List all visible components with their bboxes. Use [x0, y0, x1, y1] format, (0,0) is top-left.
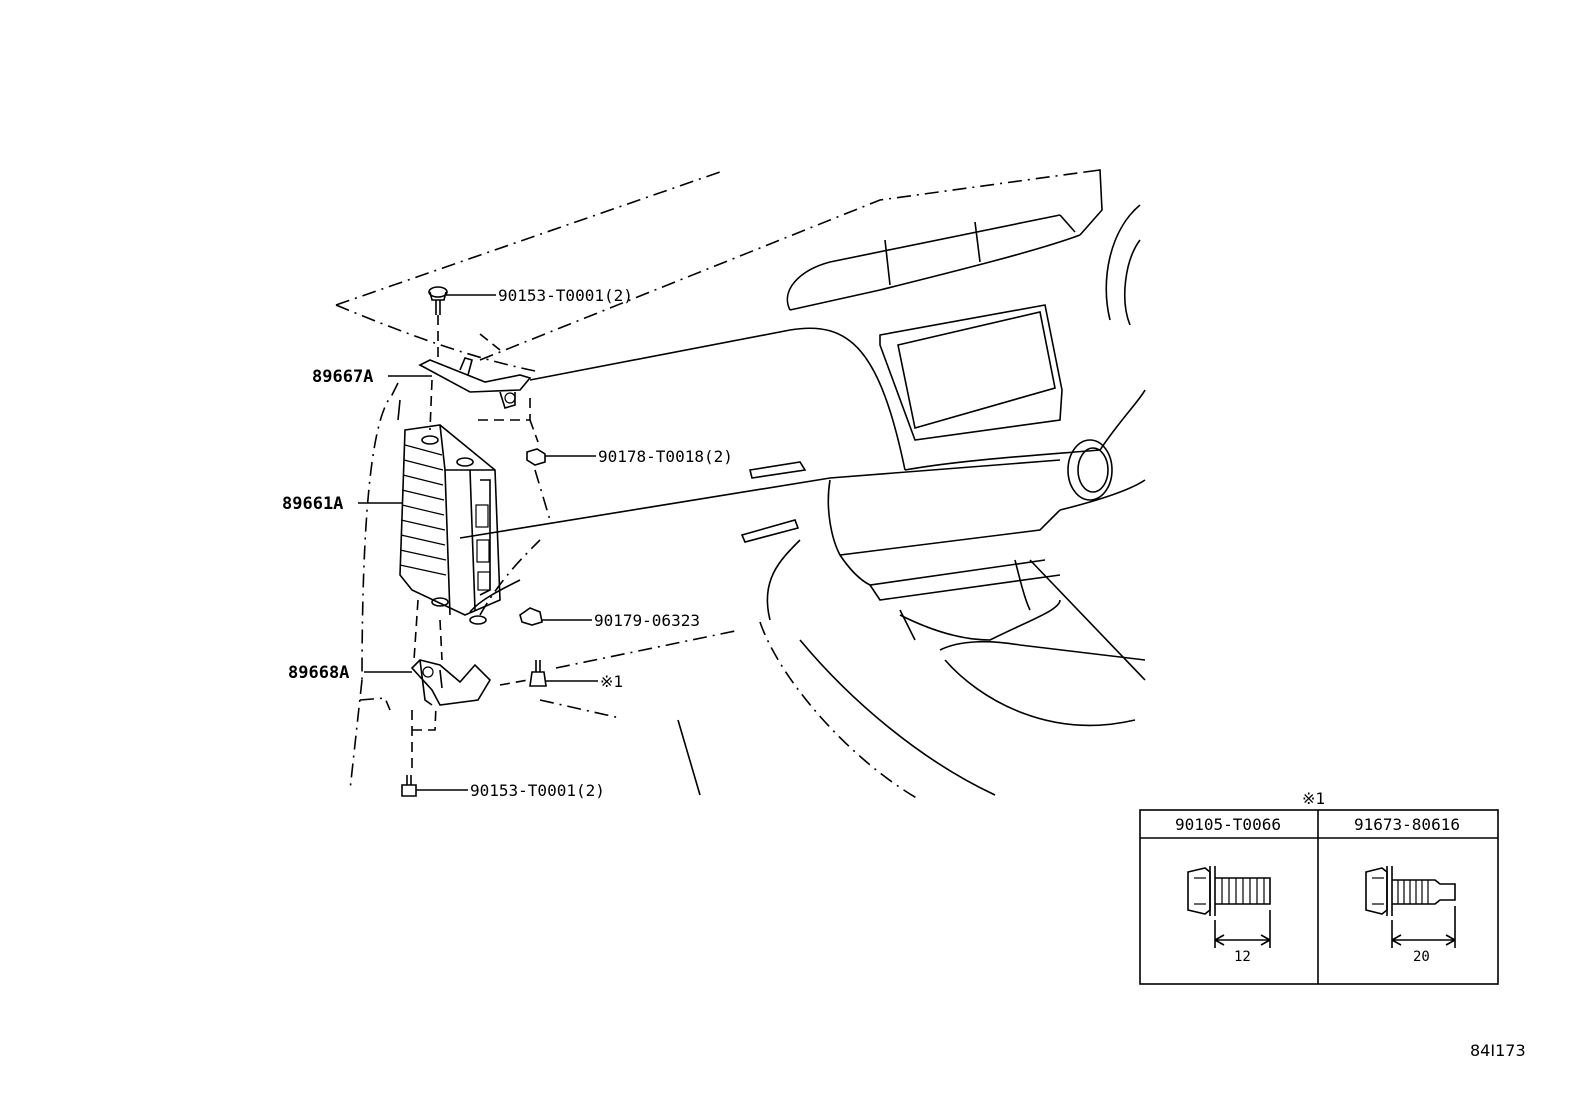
inset-part-1: 90105-T0066: [1175, 815, 1281, 834]
screw-bottom: [401, 775, 417, 797]
upper-bracket: [418, 333, 539, 443]
callout-90178: 90178-T0018(2): [598, 447, 733, 466]
inset-table: ※1 90105-T0066 91673-80616 12: [1139, 789, 1499, 985]
ecu-module: [399, 424, 501, 625]
inset-length-1: 12: [1234, 949, 1251, 965]
inset-note: ※1: [1302, 789, 1325, 808]
callout-89667A: 89667A: [312, 367, 373, 387]
illustration-code: 84I173: [1470, 1041, 1526, 1060]
bolt-icon-1: [1187, 866, 1271, 948]
leader-lines: [358, 294, 598, 791]
callout-90153-bottom: 90153-T0001(2): [470, 781, 605, 800]
inset-length-2: 20: [1413, 949, 1430, 965]
screw-top: [428, 286, 448, 431]
dashboard-outline: [335, 169, 1146, 801]
nut-90178: [526, 448, 546, 466]
bolt-icon-2: [1365, 866, 1456, 948]
clip-90179: [519, 607, 543, 626]
callout-89661A: 89661A: [282, 494, 343, 514]
callout-90179: 90179-06323: [594, 611, 700, 630]
lower-bracket: [410, 599, 492, 770]
callout-90153-top: 90153-T0001(2): [498, 286, 633, 305]
inset-part-2: 91673-80616: [1354, 815, 1460, 834]
callout-89668A: 89668A: [288, 663, 349, 683]
bolt-note1: [499, 660, 547, 687]
callout-note1: ※1: [600, 672, 623, 691]
